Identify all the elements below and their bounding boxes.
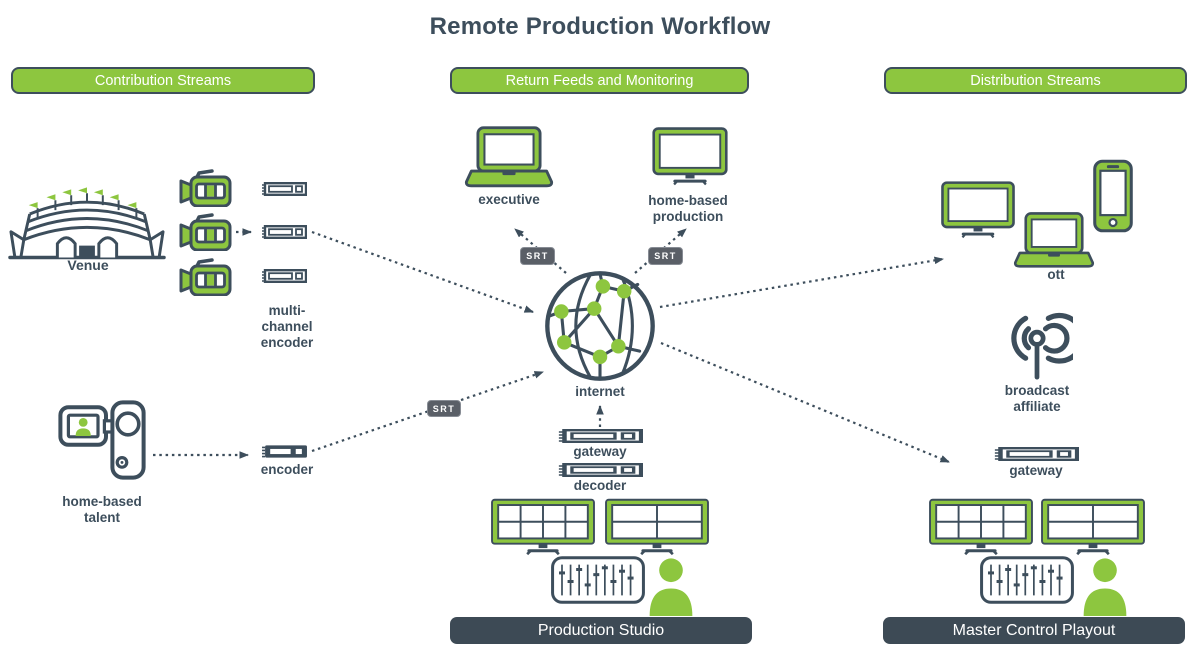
- executive-laptop-icon: [464, 126, 554, 190]
- broadcast-antenna-icon: [1000, 306, 1074, 380]
- multi-channel-encoder-label: multi- channel encoder: [260, 303, 314, 350]
- production-studio-pill: Production Studio: [450, 617, 752, 644]
- header-contribution-streams: Contribution Streams: [11, 67, 315, 94]
- encoder-label: encoder: [260, 462, 314, 477]
- broadcast-affiliate-label: broadcast affiliate: [1004, 383, 1070, 414]
- header-return-feeds-monitoring: Return Feeds and Monitoring: [450, 67, 749, 94]
- srt-badge: SRT: [427, 400, 461, 417]
- operator-icon: [644, 555, 698, 616]
- ott-laptop-icon: [1012, 212, 1096, 270]
- home-production-monitor-icon: [652, 127, 728, 186]
- gateway-label: gateway: [573, 444, 627, 459]
- executive-label: executive: [478, 192, 540, 207]
- ott-tv-icon: [941, 181, 1015, 239]
- ott-label: ott: [1047, 267, 1065, 282]
- srt-badge: SRT: [648, 247, 683, 265]
- decoder-label: decoder: [573, 478, 627, 493]
- video-camera-icon: [178, 167, 232, 207]
- gateway-rack-icon: [557, 429, 643, 443]
- internet-label: internet: [575, 384, 625, 399]
- operator-icon: [1078, 555, 1132, 616]
- encoder-rack-icon: [261, 444, 308, 459]
- arrow-internet-to-ott: [659, 256, 944, 309]
- mixing-console-icon: [977, 556, 1077, 604]
- venue-label: Venue: [67, 257, 109, 273]
- decoder-rack-icon: [557, 463, 643, 477]
- gateway-right-label: gateway: [1009, 463, 1063, 478]
- multiviewer-icon: [604, 498, 710, 556]
- internet-globe-icon: [542, 268, 658, 384]
- arrow-internet-to-gateway: [660, 341, 950, 464]
- video-camera-icon: [178, 211, 232, 251]
- multiviewer-icon: [490, 498, 596, 556]
- camcorder-icon: [58, 400, 146, 480]
- home-based-production-label: home-based production: [648, 193, 728, 224]
- master-control-playout-pill: Master Control Playout: [883, 617, 1185, 644]
- multiviewer-icon: [1040, 498, 1146, 556]
- video-camera-icon: [178, 256, 232, 296]
- rack-unit-icon: [261, 225, 307, 239]
- stadium-icon: [8, 170, 166, 262]
- rack-unit-icon: [261, 269, 307, 283]
- smartphone-icon: [1093, 159, 1133, 233]
- multiviewer-icon: [928, 498, 1034, 556]
- mixing-console-icon: [548, 556, 648, 604]
- rack-unit-icon: [261, 182, 307, 196]
- page-title: Remote Production Workflow: [429, 13, 771, 40]
- gateway-rack-icon: [993, 447, 1079, 461]
- arrow-multichannel-encoder-to-internet: [311, 230, 534, 314]
- home-based-talent-label: home-based talent: [62, 494, 142, 525]
- header-distribution-streams: Distribution Streams: [884, 67, 1187, 94]
- srt-badge: SRT: [520, 247, 555, 265]
